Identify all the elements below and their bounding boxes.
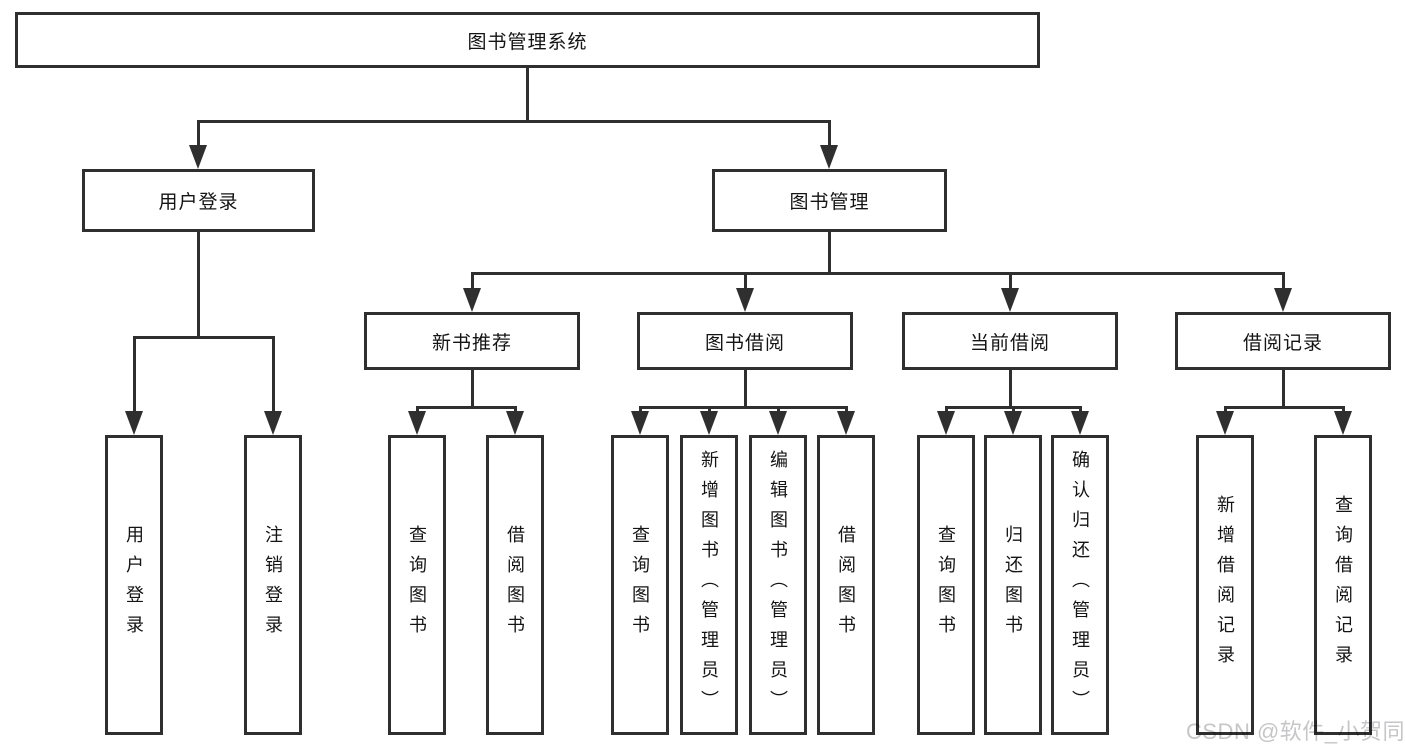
arrow-down-icon xyxy=(189,145,207,169)
leaf-borrow-query-books: 查询图书 xyxy=(611,435,669,735)
connector-line xyxy=(1282,370,1285,406)
connector-line xyxy=(197,120,200,150)
leaf-label: 注销登录 xyxy=(263,525,283,645)
leaf-recommend-borrow-books: 借阅图书 xyxy=(486,435,544,735)
arrow-down-icon xyxy=(408,411,426,435)
arrow-down-icon xyxy=(631,411,649,435)
node-user-login: 用户登录 xyxy=(82,169,315,232)
leaf-logout-login: 注销登录 xyxy=(244,435,302,735)
connector-line xyxy=(197,232,200,336)
arrow-down-icon xyxy=(700,411,718,435)
arrow-down-icon xyxy=(837,411,855,435)
leaf-records-query-borrow-record: 查询借阅记录 xyxy=(1314,435,1372,735)
connector-line xyxy=(471,272,1285,275)
connector-line xyxy=(1079,406,1082,414)
connector-line xyxy=(133,336,136,413)
connector-line xyxy=(744,370,747,406)
node-book-management: 图书管理 xyxy=(712,169,947,232)
connector-line xyxy=(1012,406,1015,414)
connector-line xyxy=(1009,272,1012,294)
leaf-label: 归还图书 xyxy=(1003,525,1023,645)
node-library-management-system: 图书管理系统 xyxy=(15,12,1040,68)
connector-line xyxy=(845,406,848,414)
leaf-borrow-add-books-admin: 新增图书（管理员） xyxy=(680,435,738,735)
connector-line xyxy=(828,120,831,150)
watermark-text: CSDN @软件_小贺同学 xyxy=(1186,719,1405,744)
node-borrowing-records: 借阅记录 xyxy=(1175,312,1391,370)
connector-line xyxy=(777,406,780,414)
connector-line xyxy=(1282,272,1285,294)
connector-line xyxy=(272,336,275,413)
arrow-down-icon xyxy=(1071,411,1089,435)
arrow-down-icon xyxy=(1216,411,1234,435)
connector-line xyxy=(744,272,747,294)
arrow-down-icon xyxy=(769,411,787,435)
connector-line xyxy=(416,406,517,409)
arrow-down-icon xyxy=(125,411,143,435)
connector-line xyxy=(945,406,948,414)
connector-line xyxy=(526,68,529,120)
arrow-down-icon xyxy=(463,288,481,312)
leaf-label: 确认归还（管理员） xyxy=(1070,450,1090,720)
connector-line xyxy=(639,406,848,409)
leaf-label: 编辑图书（管理员） xyxy=(768,450,788,720)
leaf-current-return-books: 归还图书 xyxy=(984,435,1042,735)
arrow-down-icon xyxy=(937,411,955,435)
connector-line xyxy=(1009,370,1012,406)
leaf-label: 查询借阅记录 xyxy=(1333,495,1353,675)
connector-line xyxy=(708,406,711,414)
node-book-borrowing: 图书借阅 xyxy=(637,312,853,370)
node-new-book-recommendation: 新书推荐 xyxy=(364,312,580,370)
leaf-borrow-borrow-books: 借阅图书 xyxy=(817,435,875,735)
leaf-label: 用户登录 xyxy=(124,525,144,645)
leaf-user-login: 用户登录 xyxy=(105,435,163,735)
leaf-recommend-query-books: 查询图书 xyxy=(388,435,446,735)
leaf-records-add-borrow-record: 新增借阅记录 xyxy=(1196,435,1254,735)
arrow-down-icon xyxy=(1334,411,1352,435)
arrow-down-icon xyxy=(1004,411,1022,435)
leaf-label: 新增借阅记录 xyxy=(1215,495,1235,675)
connector-line xyxy=(133,336,275,339)
connector-line xyxy=(197,120,831,123)
arrow-down-icon xyxy=(1001,288,1019,312)
connector-line xyxy=(1224,406,1227,414)
connector-line xyxy=(639,406,642,414)
arrow-down-icon xyxy=(264,411,282,435)
node-current-borrowing: 当前借阅 xyxy=(902,312,1118,370)
arrow-down-icon xyxy=(736,288,754,312)
arrow-down-icon xyxy=(1274,288,1292,312)
connector-line xyxy=(471,370,474,406)
leaf-current-confirm-return-admin: 确认归还（管理员） xyxy=(1051,435,1109,735)
connector-line xyxy=(416,406,419,414)
connector-line xyxy=(514,406,517,414)
connector-line xyxy=(471,272,474,294)
connector-line xyxy=(1224,406,1345,409)
leaf-label: 借阅图书 xyxy=(505,525,525,645)
leaf-label: 查询图书 xyxy=(936,525,956,645)
connector-line xyxy=(1342,406,1345,414)
leaf-borrow-edit-books-admin: 编辑图书（管理员） xyxy=(749,435,807,735)
arrow-down-icon xyxy=(506,411,524,435)
leaf-label: 新增图书（管理员） xyxy=(699,450,719,720)
leaf-label: 借阅图书 xyxy=(836,525,856,645)
leaf-label: 查询图书 xyxy=(407,525,427,645)
connector-line xyxy=(828,232,831,272)
leaf-current-query-books: 查询图书 xyxy=(917,435,975,735)
leaf-label: 查询图书 xyxy=(630,525,650,645)
arrow-down-icon xyxy=(820,145,838,169)
